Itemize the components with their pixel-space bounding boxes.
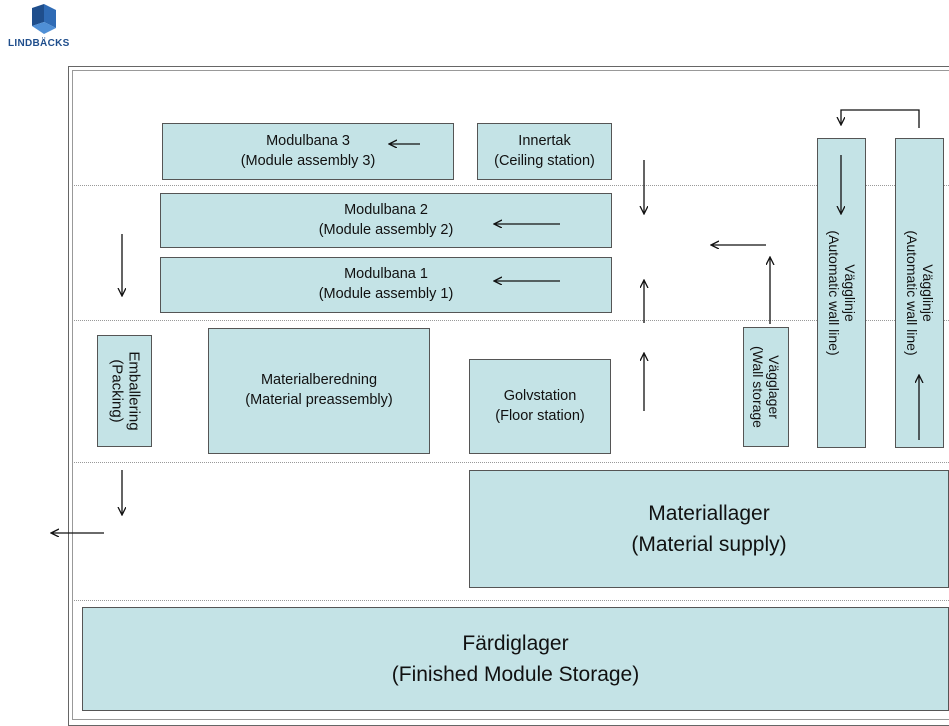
logo-text: LINDBÄCKS — [8, 38, 70, 49]
station-name: Modulbana 1 — [344, 266, 428, 283]
station-subtitle: (Material supply) — [631, 533, 787, 556]
separator-line — [72, 320, 949, 321]
station-golvstation: Golvstation (Floor station) — [469, 359, 611, 454]
station-name: Färdiglager — [462, 631, 569, 655]
station-subtitle: (Module assembly 1) — [318, 286, 454, 302]
separator-line — [72, 600, 949, 601]
station-name: Materiallager — [648, 501, 770, 525]
separator-line — [72, 185, 949, 186]
logo-mark-icon — [32, 4, 56, 34]
station-materiallager: Materiallager (Material supply) — [469, 470, 949, 588]
station-modulbana-3: Modulbana 3 (Module assembly 3) — [162, 123, 454, 180]
station-modulbana-1: Modulbana 1 (Module assembly 1) — [160, 257, 612, 313]
station-materialberedning: Materialberedning (Material preassembly) — [208, 328, 430, 454]
station-fardiglager: Färdiglager (Finished Module Storage) — [82, 607, 949, 711]
station-emballering: Emballering (Packing) — [97, 335, 152, 447]
lindbacks-logo: LINDBÄCKS — [6, 4, 102, 49]
station-subtitle: (Ceiling station) — [494, 152, 595, 169]
station-modulbana-2: Modulbana 2 (Module assembly 2) — [160, 193, 612, 248]
station-subtitle: (Floor station) — [495, 407, 585, 424]
arrow-transfer-vagglinje — [841, 109, 920, 128]
station-name: Modulbana 3 — [266, 132, 350, 149]
station-subtitle: (Finished Module Storage) — [391, 663, 640, 686]
separator-line — [72, 462, 949, 463]
station-vagglager: Vägglager (Wall storage — [743, 327, 789, 447]
station-name: Modulbana 2 — [344, 201, 428, 218]
station-subtitle: (Module assembly 3) — [240, 152, 376, 169]
station-innertak: Innertak (Ceiling station) — [477, 123, 612, 180]
station-name: Innertak — [518, 132, 571, 149]
station-subtitle: (Material preassembly) — [245, 392, 393, 408]
station-name: Materialberedning — [260, 372, 378, 389]
station-name: Golvstation — [503, 387, 577, 404]
station-subtitle: (Module assembly 2) — [318, 221, 454, 238]
